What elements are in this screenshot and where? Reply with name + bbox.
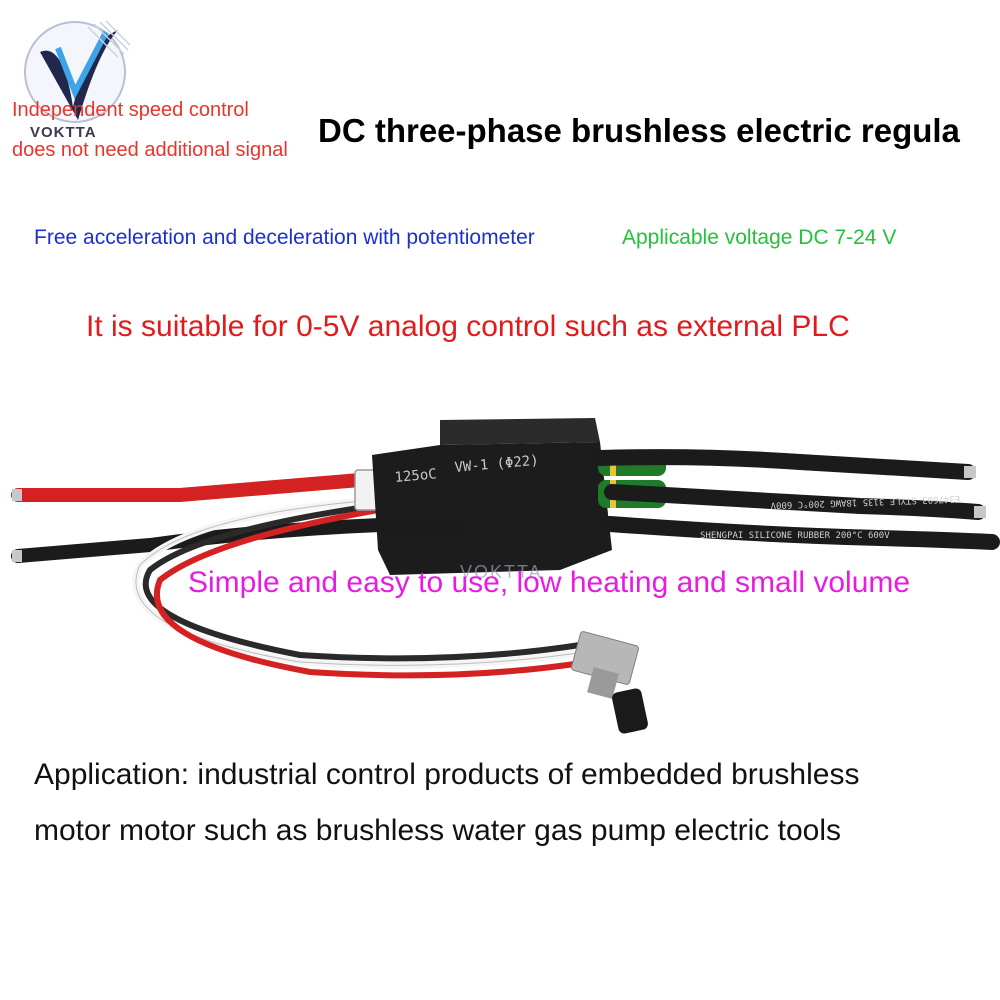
esc-product-photo: 125oC VW-1 (Φ22) E347603 STYLE 3135 18AW… xyxy=(11,418,1000,734)
rating-label: VW-1 (Φ22) xyxy=(454,453,539,476)
usability-text: Simple and easy to use, low heating and … xyxy=(188,566,911,599)
red-signal-wire xyxy=(153,507,589,679)
potentiometer xyxy=(571,631,648,734)
esc-body xyxy=(372,442,612,575)
motor-wire xyxy=(592,449,976,480)
temp-label: 125oC xyxy=(394,466,437,486)
voktta-logo xyxy=(24,20,131,123)
application-text-line-2: motor motor such as brushless water gas … xyxy=(34,814,841,847)
acceleration-feature: Free acceleration and deceleration with … xyxy=(34,226,535,249)
logo-wordmark: VOKTTA xyxy=(30,124,97,141)
black-signal-wire xyxy=(142,502,581,662)
application-text-line-1: Application: industrial control products… xyxy=(34,758,860,791)
product-title: DC three-phase brushless electric regula xyxy=(318,112,960,149)
motor-wire xyxy=(602,516,1000,550)
motor-wire xyxy=(604,484,986,520)
speed-control-note: Independent speed control xyxy=(12,99,249,121)
watermark-text: VOKTTA xyxy=(460,562,543,582)
cable-print-2: SHENGPAI SILICONE RUBBER 200°C 600V xyxy=(700,531,890,541)
voltage-feature: Applicable voltage DC 7-24 V xyxy=(622,226,897,249)
signal-note: does not need additional signal xyxy=(12,139,288,161)
plc-compatibility-text: It is suitable for 0-5V analog control s… xyxy=(86,310,850,343)
red-power-wire xyxy=(11,473,367,502)
